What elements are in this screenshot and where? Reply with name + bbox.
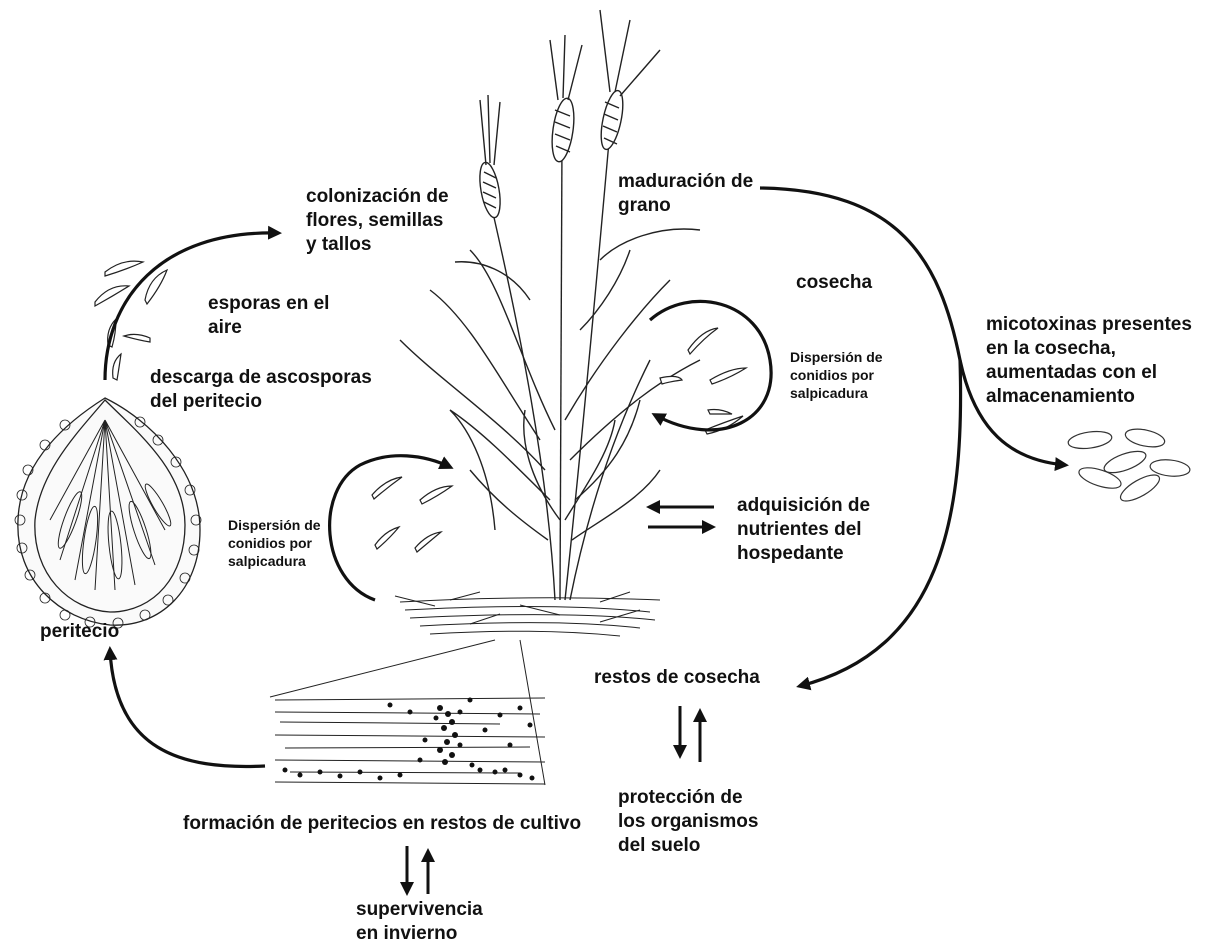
label-splash-right: Dispersión de conidios por salpicadura (790, 348, 883, 402)
label-grain-maturation: maduración de grano (618, 170, 753, 218)
nutrient-exchange-arrows (648, 507, 714, 527)
cycle-arrows (105, 188, 1065, 766)
arrow-left-splash (330, 456, 450, 600)
label-mycotoxins: micotoxinas presentes en la cosecha, aum… (986, 313, 1192, 409)
perithecium-illustration (15, 398, 201, 628)
label-ascospore-discharge: descarga de ascosporas del peritecio (150, 366, 372, 414)
label-airborne-spores: esporas en el aire (208, 292, 329, 340)
residue-magnified (270, 640, 545, 785)
straw-residue (395, 592, 660, 636)
label-perithecia-formation: formación de peritecios en restos de cul… (183, 812, 581, 836)
winter-survival-arrows (407, 846, 428, 894)
splash-spores-right (660, 328, 746, 434)
label-splash-left: Dispersión de conidios por salpicadura (228, 516, 321, 570)
label-harvest: cosecha (796, 271, 872, 295)
residue-soil-arrows (680, 706, 700, 762)
label-crop-residue: restos de cosecha (594, 666, 760, 690)
splash-spores-left (372, 477, 452, 552)
label-nutrients: adquisición de nutrientes del hospedante (737, 494, 870, 566)
wheat-plant (395, 10, 700, 636)
wheat-ear-left (476, 95, 503, 219)
label-winter-survival: supervivencia en invierno (356, 898, 483, 946)
label-perithecium: peritecio (40, 620, 119, 644)
arrow-residue-to-perithecium (110, 650, 265, 766)
label-soil-protection: protección de los organismos del suelo (618, 786, 758, 858)
wheat-ear-center (549, 35, 582, 163)
harvested-grains (1067, 426, 1191, 506)
label-colonization: colonización de flores, semillas y tallo… (306, 185, 449, 257)
wheat-ear-right (597, 10, 660, 151)
